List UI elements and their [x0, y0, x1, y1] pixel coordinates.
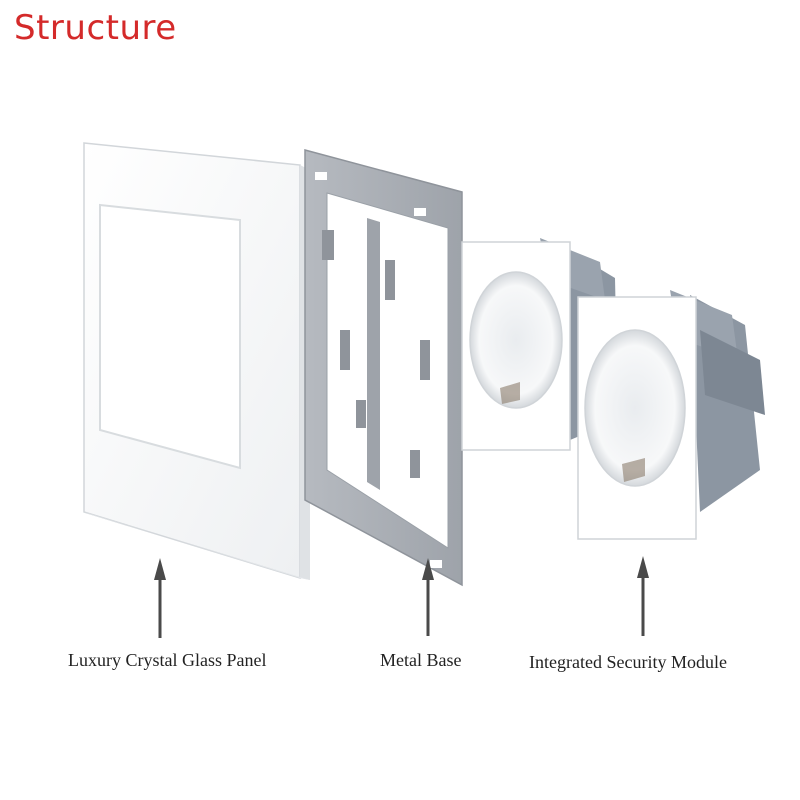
- glass-panel: [83, 142, 310, 580]
- arrow-base: [422, 558, 434, 636]
- label-security-module: Integrated Security Module: [529, 652, 727, 672]
- socket-module-front: [577, 290, 765, 540]
- label-metal-base: Metal Base: [380, 650, 462, 670]
- arrow-panel: [154, 558, 166, 638]
- metal-base: [304, 149, 463, 587]
- arrow-module: [637, 556, 649, 636]
- page-title: Structure: [14, 8, 177, 48]
- label-glass-panel: Luxury Crystal Glass Panel: [68, 650, 267, 670]
